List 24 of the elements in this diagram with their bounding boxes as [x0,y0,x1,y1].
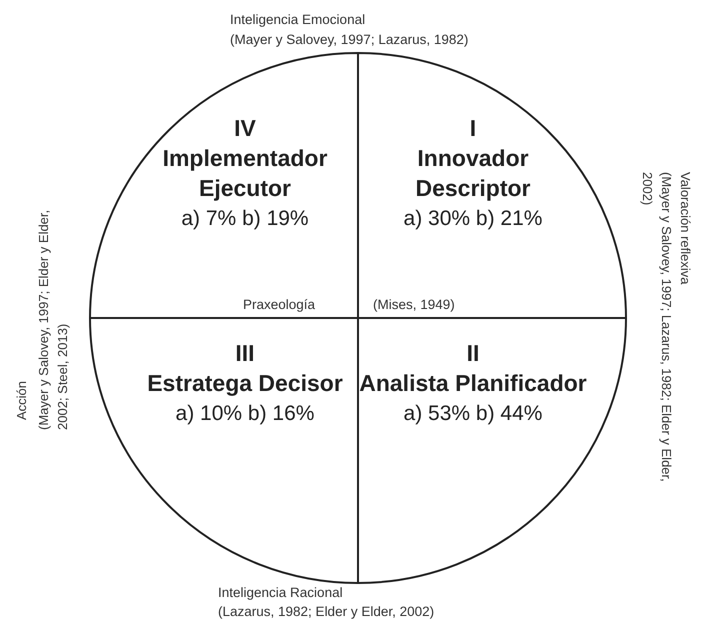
quadrant-heading: Implementador Ejecutor [162,144,328,203]
percentage-text: a) 30% b) 21% [402,206,544,232]
quadrant-heading: Estratega Decisor [146,369,344,398]
roman-numeral: III [234,339,256,368]
quadrant-sector [358,53,626,318]
quadrant-heading: Analista Planificador [358,369,588,398]
axis-label: Inteligencia Emocional [230,11,366,29]
roman-numeral: I [468,114,478,143]
citation-text: (Mayer y Salovey, 1997; Lazarus, 1982; Elder y Elder, 2002) [639,172,675,482]
axis-label: Acción [13,380,30,420]
percentage-text: a) 7% b) 19% [180,206,310,232]
axis-label: Valoración reflexiva [677,172,694,286]
quadrant-sector [358,318,626,583]
percentage-text: a) 10% b) 16% [174,401,316,427]
roman-numeral: IV [233,114,257,143]
axis-label: Inteligencia Racional [218,584,343,602]
percentage-text: a) 53% b) 44% [402,401,544,427]
quadrant-heading: Innovador Descriptor [414,144,532,203]
citation-text: (Mayer y Salovey, 1997; Lazarus, 1982) [230,31,468,49]
citation-text: (Mayer y Salovey, 1997; Elder y Elder, 2002; Steel, 2013) [35,208,71,430]
citation-text: (Lazarus, 1982; Elder y Elder, 2002) [218,603,434,621]
quadrant-sector [90,318,358,583]
quadrant-sector [90,53,358,318]
roman-numeral: II [466,339,480,368]
